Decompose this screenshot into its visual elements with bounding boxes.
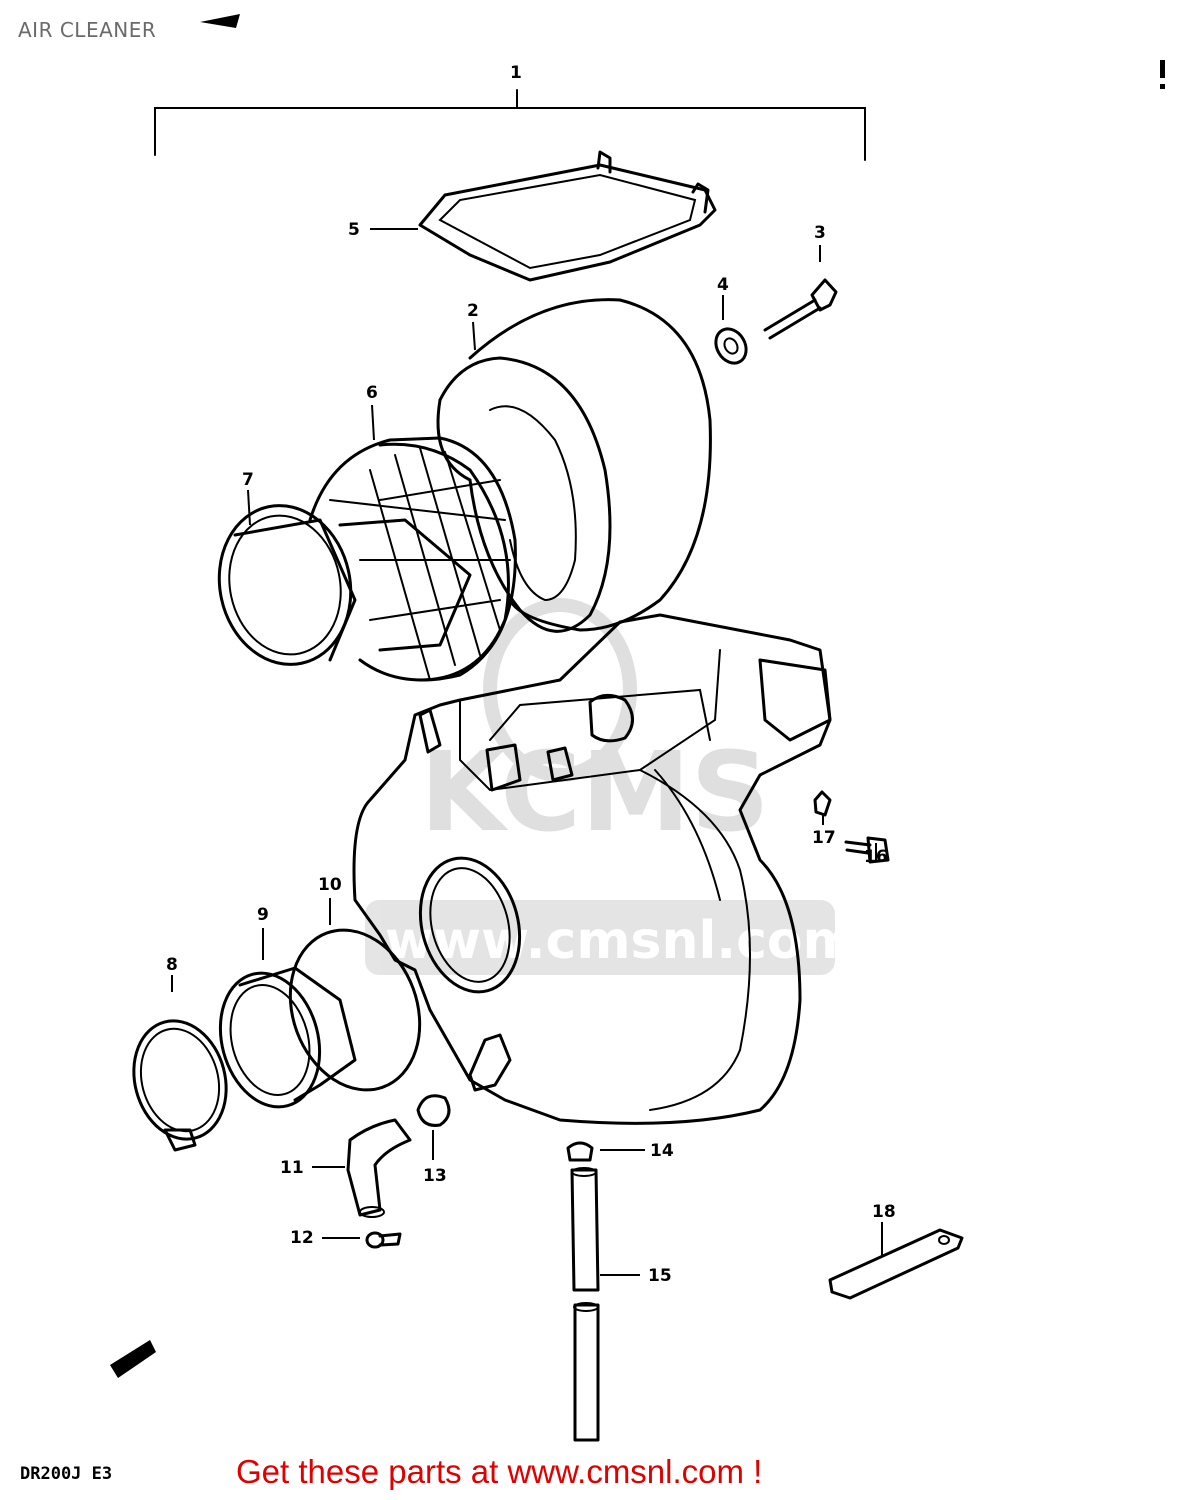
fragment-mark bbox=[110, 1340, 156, 1378]
callout-17: 17 bbox=[812, 828, 836, 848]
part-5-cover-plate bbox=[418, 150, 717, 282]
callout-8: 8 bbox=[166, 955, 178, 975]
assembly-bracket bbox=[154, 89, 866, 161]
watermark-logo: KCMS bbox=[420, 728, 770, 856]
corner-mark bbox=[1160, 60, 1165, 89]
title-mark bbox=[200, 14, 240, 28]
callout-16: 16 bbox=[864, 847, 888, 867]
callout-4: 4 bbox=[717, 275, 729, 295]
callout-13: 13 bbox=[423, 1166, 447, 1186]
callout-labels: 1 2 3 4 5 6 7 8 9 10 11 12 13 14 15 16 1… bbox=[166, 63, 896, 1286]
part-8-clamp bbox=[132, 1019, 228, 1152]
part-12-clip bbox=[365, 1231, 402, 1249]
model-code: DR200J E3 bbox=[20, 1464, 113, 1484]
part-7-filter-ring bbox=[217, 504, 357, 666]
part-11-elbow-hose bbox=[346, 1118, 412, 1218]
callout-9: 9 bbox=[257, 905, 269, 925]
callout-3: 3 bbox=[814, 223, 826, 243]
callout-5: 5 bbox=[348, 220, 360, 240]
part-10-gasket bbox=[288, 928, 422, 1092]
callout-18: 18 bbox=[872, 1202, 896, 1222]
part-16-screw bbox=[844, 836, 890, 864]
part-14-cap bbox=[566, 1141, 594, 1162]
part-13-clamp bbox=[416, 1094, 451, 1127]
air-cleaner-housing bbox=[352, 613, 832, 1125]
leader-lines bbox=[171, 228, 883, 1276]
part-4-washer bbox=[714, 327, 748, 365]
callout-2: 2 bbox=[467, 301, 479, 321]
callout-10: 10 bbox=[318, 875, 342, 895]
part-15-drain-tube bbox=[570, 1167, 600, 1442]
watermark-text: www.cmsnl.com bbox=[385, 911, 857, 971]
part-3-bolt bbox=[763, 278, 838, 340]
callout-12: 12 bbox=[290, 1228, 314, 1248]
part-18-strap bbox=[828, 1228, 964, 1300]
part-2-foam-element bbox=[436, 298, 712, 633]
part-6-element-cage bbox=[308, 436, 517, 682]
callout-6: 6 bbox=[366, 383, 378, 403]
callout-7: 7 bbox=[242, 470, 254, 490]
footer-link[interactable]: Get these parts at www.cmsnl.com ! bbox=[236, 1453, 763, 1490]
callout-15: 15 bbox=[648, 1266, 672, 1286]
part-9-inlet-duct bbox=[218, 966, 357, 1109]
callout-1: 1 bbox=[510, 63, 522, 83]
part-17-nut bbox=[813, 790, 832, 817]
callout-11: 11 bbox=[280, 1158, 304, 1178]
callout-14: 14 bbox=[650, 1141, 674, 1161]
page-title: AIR CLEANER bbox=[18, 18, 157, 42]
watermark: KCMS www.cmsnl.com bbox=[365, 598, 857, 975]
